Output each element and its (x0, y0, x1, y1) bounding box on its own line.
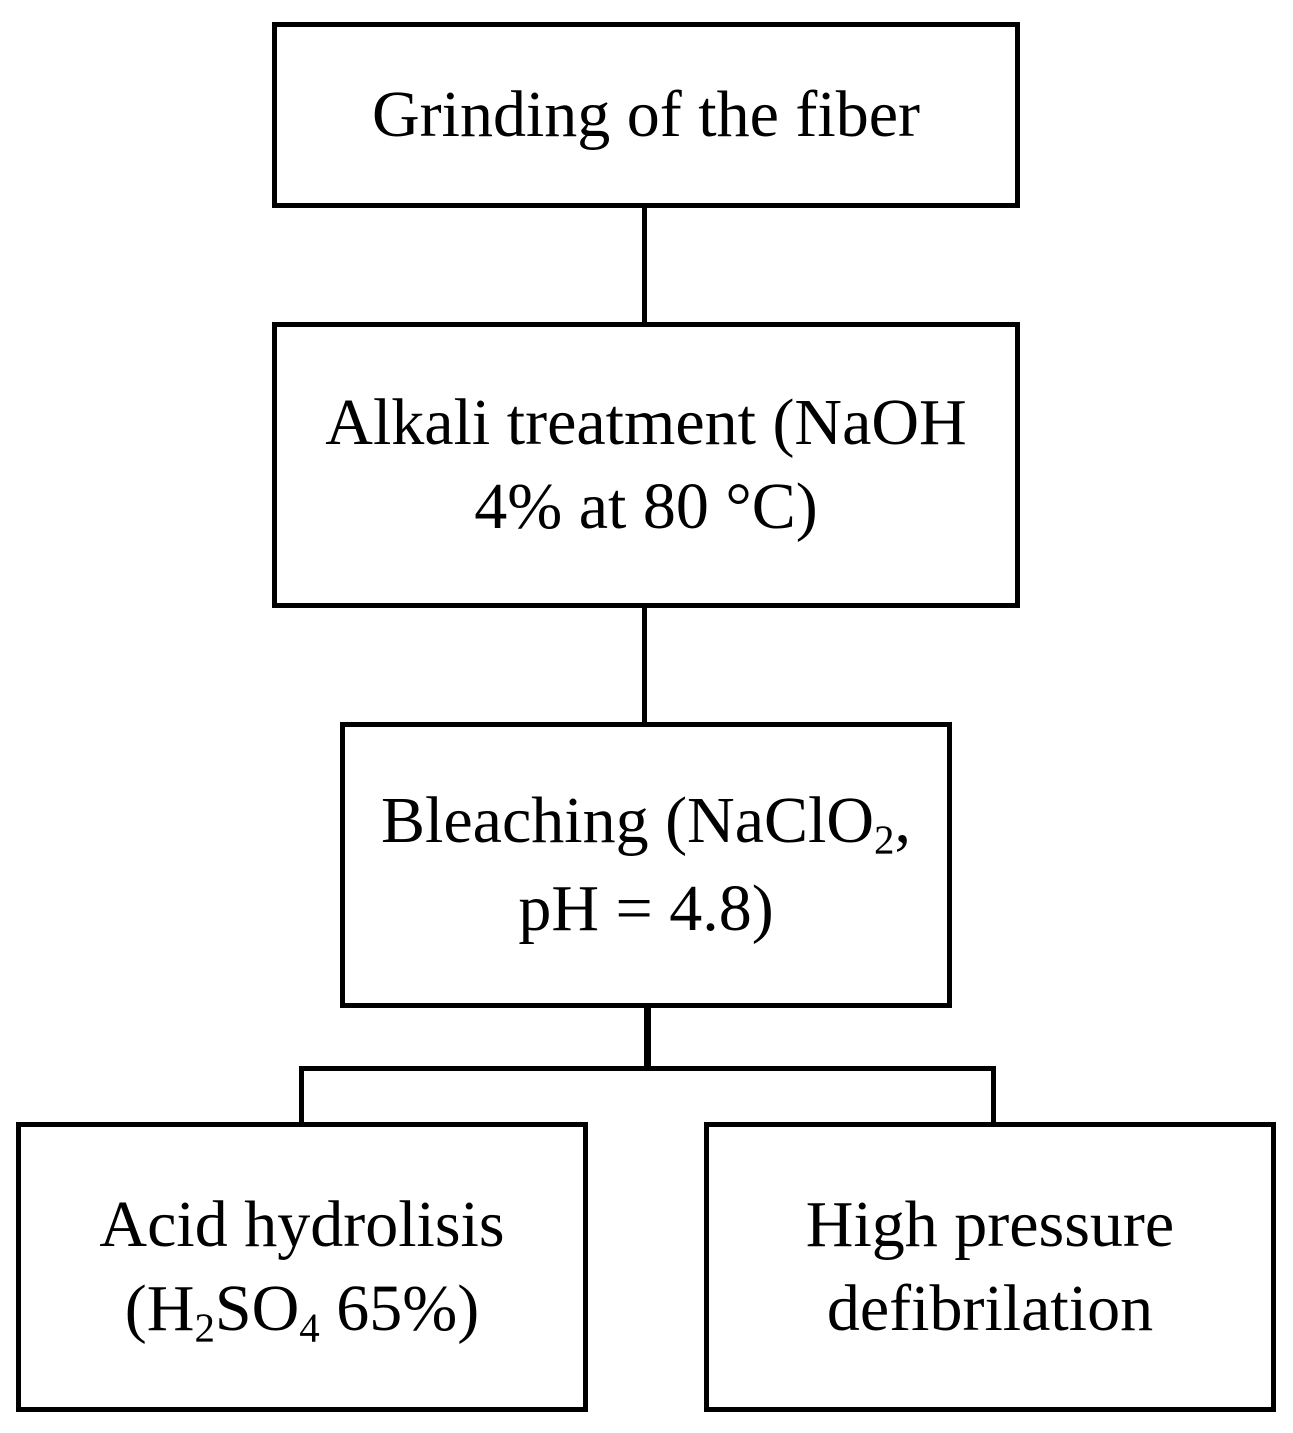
step-high-pressure-line2: defibrilation (826, 1272, 1154, 1345)
step-acid-subscript-1: 2 (194, 1305, 215, 1351)
step-bleaching-line1-main: Bleaching (NaClO (381, 784, 875, 857)
step-grinding-box: Grinding of the fiber (272, 22, 1020, 208)
step-bleaching-line1: Bleaching (NaClO2, (381, 777, 911, 865)
step-bleaching-label: Bleaching (NaClO2, pH = 4.8) (381, 777, 911, 953)
step-acid-line2-c: 65%) (319, 1272, 480, 1345)
step-high-pressure-box: High pressure defibrilation (704, 1122, 1276, 1412)
step-acid-line2: (H2SO4 65%) (99, 1267, 504, 1351)
step-high-pressure-label: High pressure defibrilation (806, 1183, 1174, 1351)
step-alkali-line1: Alkali treatment (NaOH (325, 386, 967, 459)
step-acid-label: Acid hydrolisis (H2SO4 65%) (99, 1183, 504, 1351)
step-acid-line2-a: (H (124, 1272, 195, 1345)
step-acid-line1: Acid hydrolisis (99, 1188, 505, 1261)
connector-split-right-drop (991, 1066, 996, 1124)
step-bleaching-subscript: 2 (874, 817, 895, 863)
step-grinding-text: Grinding of the fiber (371, 78, 920, 151)
connector-bleaching-split-stem (644, 1006, 651, 1070)
step-grinding-label: Grinding of the fiber (372, 74, 920, 156)
connector-grinding-alkali (642, 206, 647, 324)
connector-alkali-bleaching (642, 606, 647, 724)
step-acid-subscript-2: 4 (299, 1305, 320, 1351)
step-bleaching-line1-end: , (894, 784, 912, 857)
step-acid-line2-b: SO (214, 1272, 300, 1345)
connector-split-horizontal (299, 1066, 996, 1071)
step-bleaching-line2: pH = 4.8) (518, 872, 774, 945)
step-acid-box: Acid hydrolisis (H2SO4 65%) (16, 1122, 588, 1412)
step-alkali-box: Alkali treatment (NaOH 4% at 80 °C) (272, 322, 1020, 608)
step-alkali-label: Alkali treatment (NaOH 4% at 80 °C) (325, 381, 966, 549)
step-high-pressure-line1: High pressure (805, 1188, 1175, 1261)
connector-split-left-drop (299, 1066, 304, 1124)
step-alkali-line2: 4% at 80 °C) (474, 470, 818, 543)
step-bleaching-box: Bleaching (NaClO2, pH = 4.8) (340, 722, 952, 1008)
